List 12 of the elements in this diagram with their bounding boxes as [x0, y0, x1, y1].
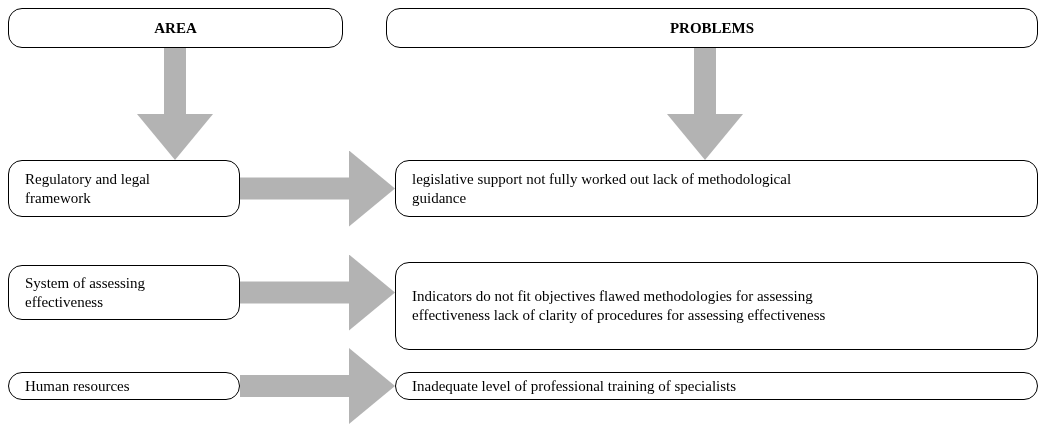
- block-arrow: [240, 150, 395, 227]
- block-arrow: [137, 48, 213, 160]
- header-box: PROBLEMS: [386, 8, 1038, 48]
- text-box: legislative support not fully worked out lack of methodological guidance: [395, 160, 1038, 217]
- text-box: Indicators do not fit objectives flawed methodologies for assessing effectiveness lack of clarity of procedures for assessing effectiveness: [395, 262, 1038, 350]
- block-arrow: [667, 48, 743, 160]
- text-box: Human resources: [8, 372, 240, 400]
- header-box: AREA: [8, 8, 343, 48]
- text-box: Regulatory and legal framework: [8, 160, 240, 217]
- text-box: System of assessing effectiveness: [8, 265, 240, 320]
- block-arrow: [240, 348, 395, 424]
- text-box: Inadequate level of professional training of specialists: [395, 372, 1038, 400]
